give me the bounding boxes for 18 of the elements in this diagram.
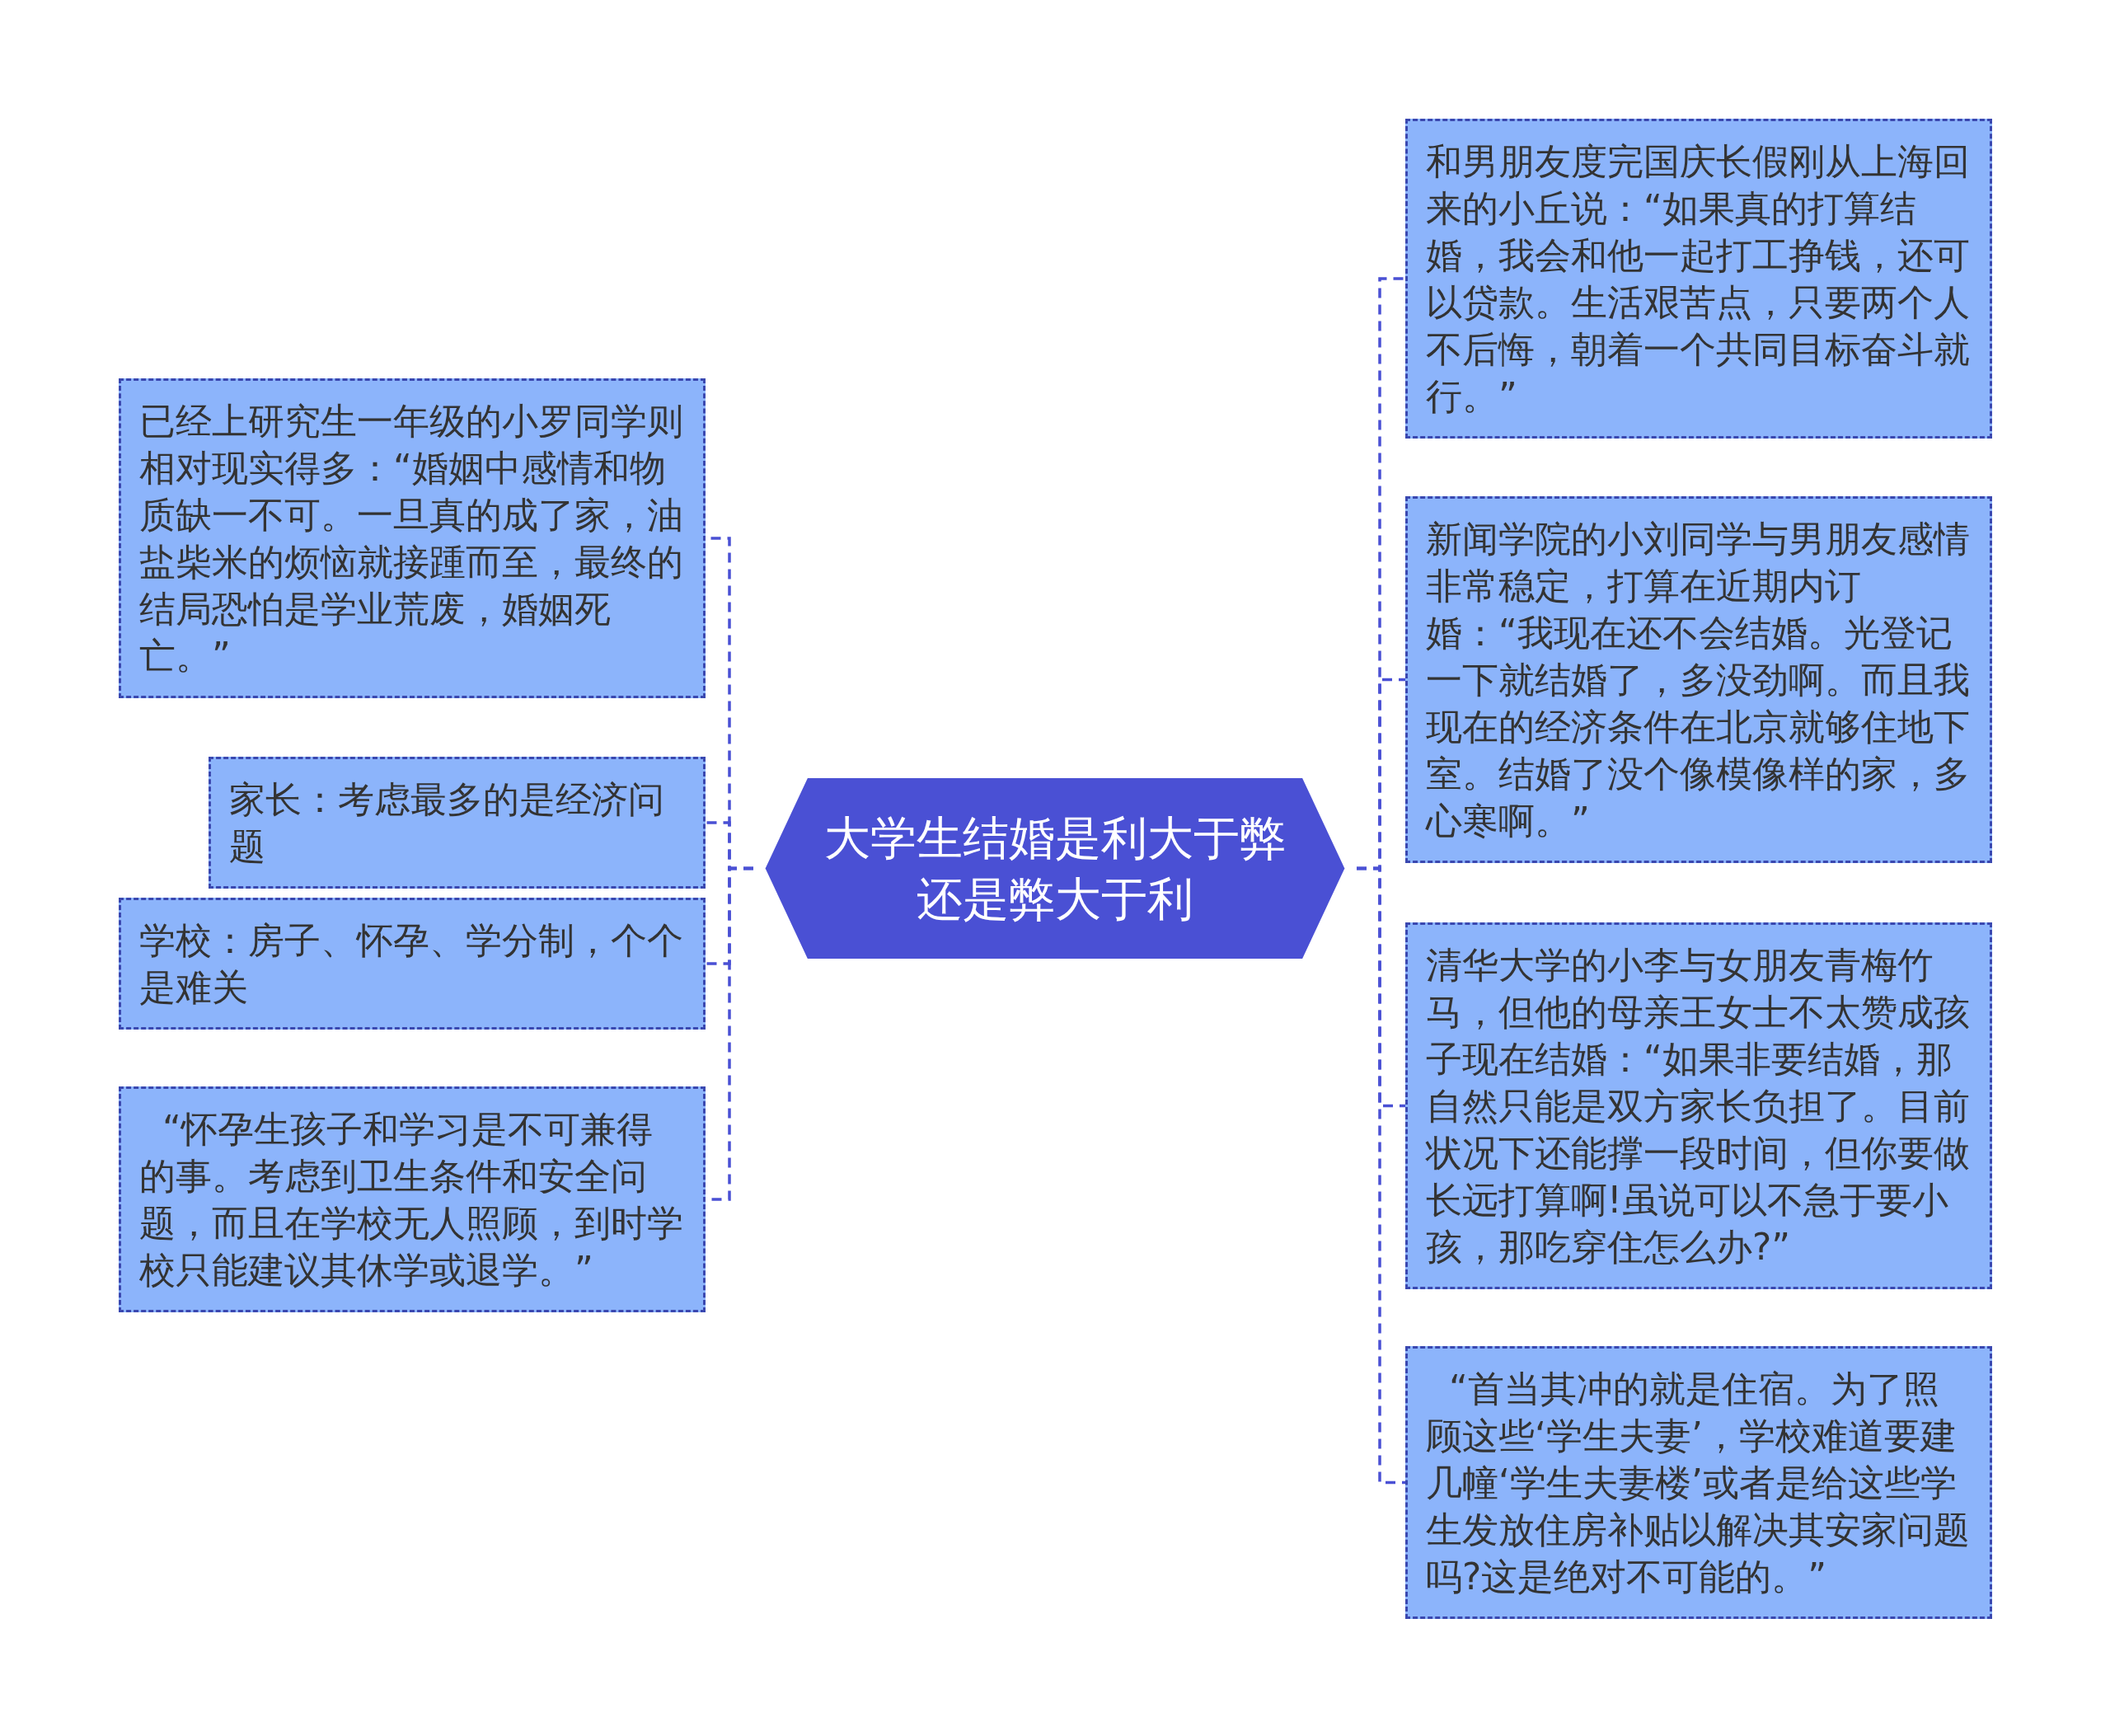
topic-text: “怀孕生孩子和学习是不可兼得的事。考虑到卫生条件和安全问题，而且在学校无人照顾，到时学校只能建议其休学或退学。”: [139, 1107, 684, 1293]
topic-text: 新闻学院的小刘同学与男朋友感情非常稳定，打算在近期内订婚：“我现在还不会结婚。光登记一下就结婚了，多没劲啊。而且我现在的经济条件在北京就够住地下室。结婚了没个像模像样的家，多心寒啊。”: [1426, 517, 1971, 843]
topic-box: [1405, 119, 1992, 439]
topic-text: 已经上研究生一年级的小罗同学则相对现实得多：“婚姻中感情和物质缺一不可。一旦真的成了家，油盐柴米的烦恼就接踵而至，最终的结局恐怕是学业荒废，婚姻死亡。”: [139, 399, 684, 678]
topic-text: 学校：房子、怀孕、学分制，个个是难关: [139, 918, 684, 1010]
topic-box: [119, 1086, 706, 1312]
topic-text: 和男朋友度完国庆长假刚从上海回来的小丘说：“如果真的打算结婚，我会和他一起打工挣钱，还可以贷款。生活艰苦点，只要两个人不后悔，朝着一个共同目标奋斗就行。”: [1426, 139, 1971, 419]
topic-text: 清华大学的小李与女朋友青梅竹马，但他的母亲王女士不太赞成孩子现在结婚：“如果非要结婚，那自然只能是双方家长负担了。目前状况下还能撑一段时间，但你要做长远打算啊!虽说可以不急于要小孩，那吃穿住怎么办?”: [1426, 943, 1971, 1269]
topic-box: [119, 898, 706, 1030]
topic-title: 大学生结婚是利大于弊还是弊大于利: [823, 809, 1287, 927]
topic-box: [1405, 496, 1992, 863]
topic-box: [1405, 922, 1992, 1289]
topic-text: 家长：考虑最多的是经济问题: [229, 777, 665, 869]
topic-box: [119, 378, 706, 698]
topic-text: “首当其冲的就是住宿。为了照顾这些‘学生夫妻’，学校难道要建几幢‘学生夫妻楼’或者是给这些学生发放住房补贴以解决其安家问题吗?这是绝对不可能的。”: [1426, 1367, 1971, 1599]
topic-box: [1405, 1346, 1992, 1619]
topic-box: [209, 757, 706, 889]
connector-line: [1357, 866, 1405, 1485]
